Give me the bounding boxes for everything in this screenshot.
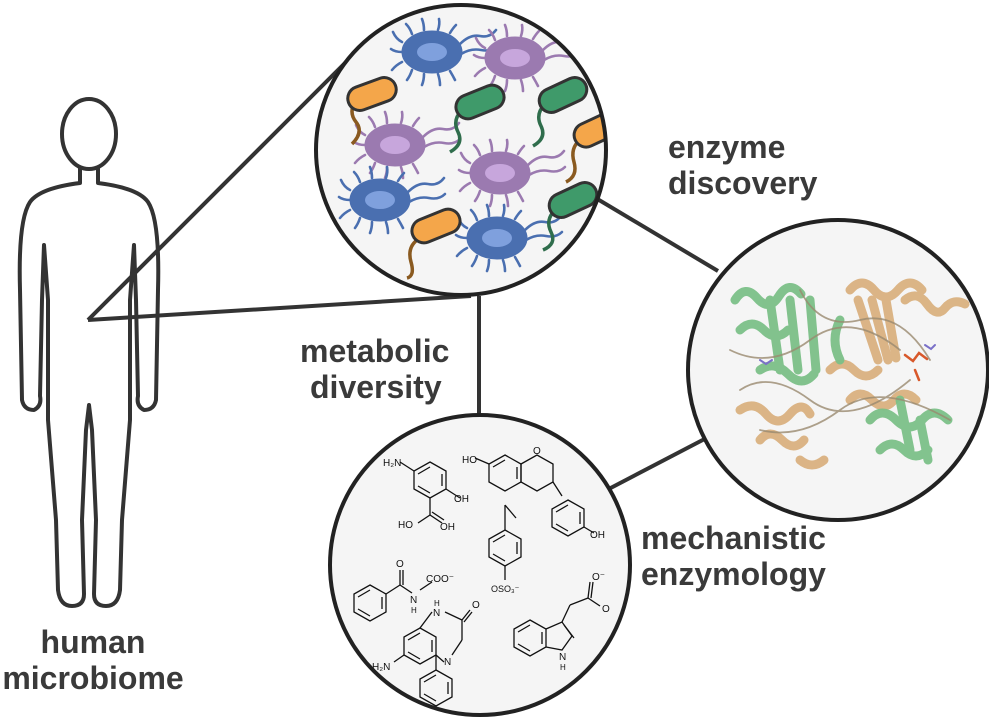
molecule-flavan	[474, 454, 595, 537]
chem-label: O	[602, 604, 610, 615]
bacillus-orange-1	[346, 76, 398, 146]
chem-label: HO	[462, 455, 477, 466]
molecule-aminosalicylic	[399, 461, 461, 524]
chem-label: O⁻	[592, 572, 605, 583]
protein-structure-circle	[686, 218, 989, 522]
metabolites-circle: H₂N OH HO OH HO O OH O N H COO⁻ OSO₃⁻ N …	[328, 413, 632, 717]
chem-label: COO⁻	[426, 574, 454, 585]
zoom-line-lower	[87, 294, 472, 322]
label-line: enzyme	[668, 129, 786, 165]
label-line: enzymology	[641, 556, 826, 592]
label-human-microbiome: human microbiome	[0, 624, 186, 696]
molecule-ethylphenyl-sulfate	[488, 504, 522, 580]
label-line: microbiome	[2, 660, 184, 696]
chem-label: N	[433, 608, 440, 619]
bacillus-orange-3	[406, 207, 462, 280]
bacillus-green-1	[449, 83, 506, 154]
label-line: discovery	[668, 165, 818, 201]
chem-label: OSO₃⁻	[491, 584, 520, 594]
molecule-hippurate	[353, 570, 433, 622]
chem-label: H₂N	[383, 458, 401, 469]
chem-label: O	[396, 559, 404, 570]
chem-label: H	[434, 599, 440, 608]
microbiome-circle	[314, 3, 608, 297]
label-line: metabolic	[300, 333, 450, 369]
molecule-benzodiazepine	[393, 609, 473, 707]
chem-label: N	[559, 652, 566, 663]
chem-label: H	[560, 663, 566, 672]
chem-label: OH	[590, 530, 605, 541]
human-body-icon	[17, 97, 161, 608]
label-metabolic-diversity: metabolic diversity	[300, 333, 449, 405]
label-line: human	[40, 624, 146, 660]
link-top-right	[592, 195, 720, 273]
chem-label: N	[444, 657, 451, 668]
bacillus-orange-2	[565, 111, 606, 184]
bacillus-green-2	[532, 76, 589, 148]
chem-label: O	[472, 600, 480, 611]
chem-label: OH	[454, 494, 469, 505]
bacillus-green-3	[542, 181, 599, 252]
label-line: diversity	[310, 369, 442, 405]
zoom-line-upper	[86, 60, 348, 322]
molecule-indole-acetate	[513, 581, 601, 657]
label-enzyme-discovery: enzyme discovery	[668, 129, 817, 201]
link-bottom-right	[602, 430, 719, 494]
label-mechanistic-enzymology: mechanistic enzymology	[641, 520, 826, 592]
chem-label: OH	[440, 522, 455, 533]
chem-label: H	[411, 606, 417, 615]
chem-label: HO	[398, 520, 413, 531]
chem-label: N	[410, 595, 417, 606]
chem-label: H₂N	[372, 662, 390, 673]
chem-label: O	[533, 446, 541, 457]
label-line: mechanistic	[641, 520, 826, 556]
